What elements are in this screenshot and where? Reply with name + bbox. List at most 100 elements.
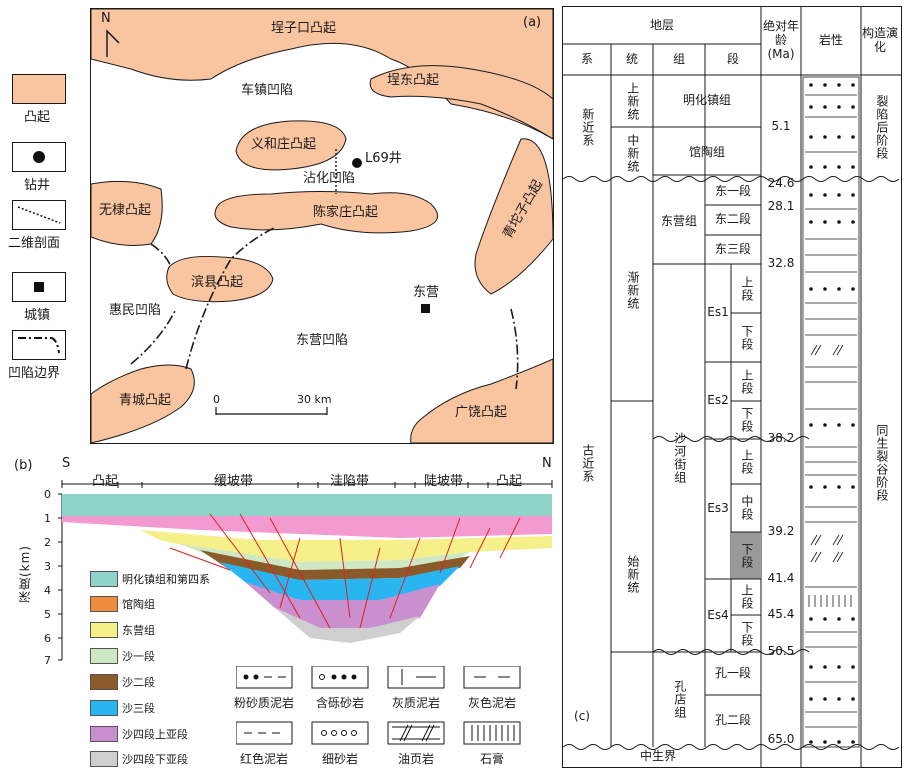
member-es3: Es3	[707, 501, 729, 516]
well-l69-icon	[352, 158, 362, 168]
boundary-huimin	[130, 308, 177, 365]
legend-label: 沙二段	[122, 676, 155, 689]
legend-swatch	[90, 648, 118, 664]
ytick-7: 7	[44, 654, 51, 667]
lith-label: 粉砂质泥岩	[233, 696, 294, 710]
member-dong3: 东三段	[714, 241, 751, 256]
system-paleogene: 古近系	[580, 443, 595, 483]
zone-uplift-s: 凸起	[92, 474, 119, 489]
system-neogene: 新近系	[580, 107, 595, 147]
formation-shahejie: 沙河街组	[672, 432, 687, 484]
lith-label: 红色泥岩	[239, 752, 288, 766]
legend-profile-swatch	[12, 200, 66, 230]
ytick-5: 5	[44, 608, 51, 621]
boundary-dongying-east	[510, 308, 519, 390]
legend-label: 沙四段上亚段	[122, 728, 188, 741]
zone-uplift-n: 凸起	[496, 474, 523, 489]
header-formation: 组	[672, 51, 685, 66]
boundary-wudi	[150, 243, 172, 268]
label-huimin: 惠民凹陷	[109, 303, 162, 318]
strat-panel: 地层 系 统 组 段 绝对年龄(Ma) 岩性 构造演化 新近系 古近系 上新统 …	[562, 6, 902, 768]
label-chezhen: 车镇凹陷	[241, 83, 294, 98]
header-lithology: 岩性	[818, 33, 843, 48]
legend-swatch	[90, 700, 118, 716]
legend-swatch	[90, 596, 118, 612]
sub-es1-lower: 下段	[739, 324, 754, 351]
uplift-yihezhuang	[235, 120, 347, 171]
oil-shale-highlight	[731, 532, 761, 579]
label-chenjiazhuang: 陈家庄凸起	[313, 205, 379, 220]
sub-es1-upper: 上段	[739, 275, 754, 302]
label-binxian: 滨县凸起	[191, 275, 244, 290]
legend-town-swatch	[12, 272, 66, 302]
unconformity-24	[563, 176, 900, 182]
unconformity-65	[563, 744, 900, 750]
lith-label: 细砂岩	[321, 752, 358, 766]
uplift-guangrao	[410, 358, 553, 443]
member-es2: Es2	[707, 392, 729, 407]
ytick-6: 6	[44, 632, 51, 645]
stage-synrift: 同生裂谷阶段	[874, 424, 889, 502]
layer-sha2	[200, 550, 470, 580]
legend-uplift-swatch	[12, 74, 66, 104]
age-label: 41.4	[767, 571, 795, 586]
formation-dongying: 东营组	[660, 213, 697, 228]
ytick-2: 2	[44, 536, 51, 549]
header-tectonic: 构造演化	[862, 26, 899, 54]
label-chengdong: 埕东凸起	[387, 73, 440, 88]
map-north-label: N	[101, 11, 111, 26]
legend-swatch	[90, 571, 118, 587]
legend-swatch	[90, 751, 118, 767]
series-eocene: 始新统	[625, 554, 640, 594]
label-zhanhua: 沾化凹陷	[303, 171, 356, 186]
zone-trough: 洼陷带	[330, 474, 370, 489]
stage-postrift: 裂陷后阶段	[874, 94, 889, 160]
layer-minghuazhen	[62, 494, 552, 516]
series-pliocene: 上新统	[625, 81, 640, 121]
legend-label: 明化镇组和第四系	[122, 573, 210, 586]
label-well: L69井	[365, 151, 402, 166]
well-dot-icon	[33, 151, 45, 163]
member-kong2: 孔二段	[714, 713, 751, 728]
town-square-icon	[34, 282, 44, 292]
legend-well-swatch	[12, 142, 66, 172]
scale-end-label: 30 km	[297, 393, 332, 406]
uplift-chengdong	[369, 65, 553, 140]
sub-es3-middle: 中段	[739, 495, 754, 521]
formation-guantao: 馆陶组	[688, 145, 725, 160]
age-label: 39.2	[767, 524, 795, 539]
ytick-0: 0	[44, 488, 51, 501]
section-ylabel: 深度(km)	[18, 545, 32, 604]
legend-swatch	[90, 726, 118, 742]
label-guangrao: 广饶凸起	[455, 405, 508, 420]
town-dongying-icon	[421, 304, 430, 313]
age-label: 38.2	[767, 431, 795, 446]
legend-label: 沙四段下亚段	[122, 753, 188, 766]
ytick-4: 4	[44, 584, 51, 597]
dashed-line-icon	[17, 206, 61, 224]
uplift-qingcheng	[91, 364, 195, 443]
north-arrow-icon	[106, 29, 120, 57]
panel-c-label: (c)	[574, 709, 590, 724]
lithology-column	[802, 76, 860, 748]
uplift-wudi	[91, 180, 163, 246]
member-es4: Es4	[707, 607, 729, 622]
lith-label: 油页岩	[397, 752, 434, 766]
sub-es3-lower: 下段	[739, 542, 754, 569]
sub-es2-lower: 下段	[739, 407, 754, 433]
label-dongying-depression: 东营凹陷	[296, 333, 349, 348]
series-oligocene: 渐新统	[625, 270, 640, 310]
strat-grid	[563, 7, 901, 767]
member-kong1: 孔一段	[714, 665, 751, 680]
lith-label: 灰质泥岩	[391, 696, 440, 710]
legend-boundary-label: 凹陷边界	[8, 366, 61, 381]
mesozoic-label: 中生界	[639, 749, 676, 764]
header-member: 段	[726, 51, 739, 66]
layer-sha4-lower	[275, 608, 420, 643]
age-label: 5.1	[771, 119, 791, 134]
legend-label: 东营组	[122, 624, 155, 637]
series-miocene: 中新统	[625, 133, 640, 173]
label-qingcheng: 青城凸起	[119, 393, 172, 408]
lith-label: 含砾砂岩	[315, 696, 364, 710]
section-south-label: S	[62, 456, 71, 471]
